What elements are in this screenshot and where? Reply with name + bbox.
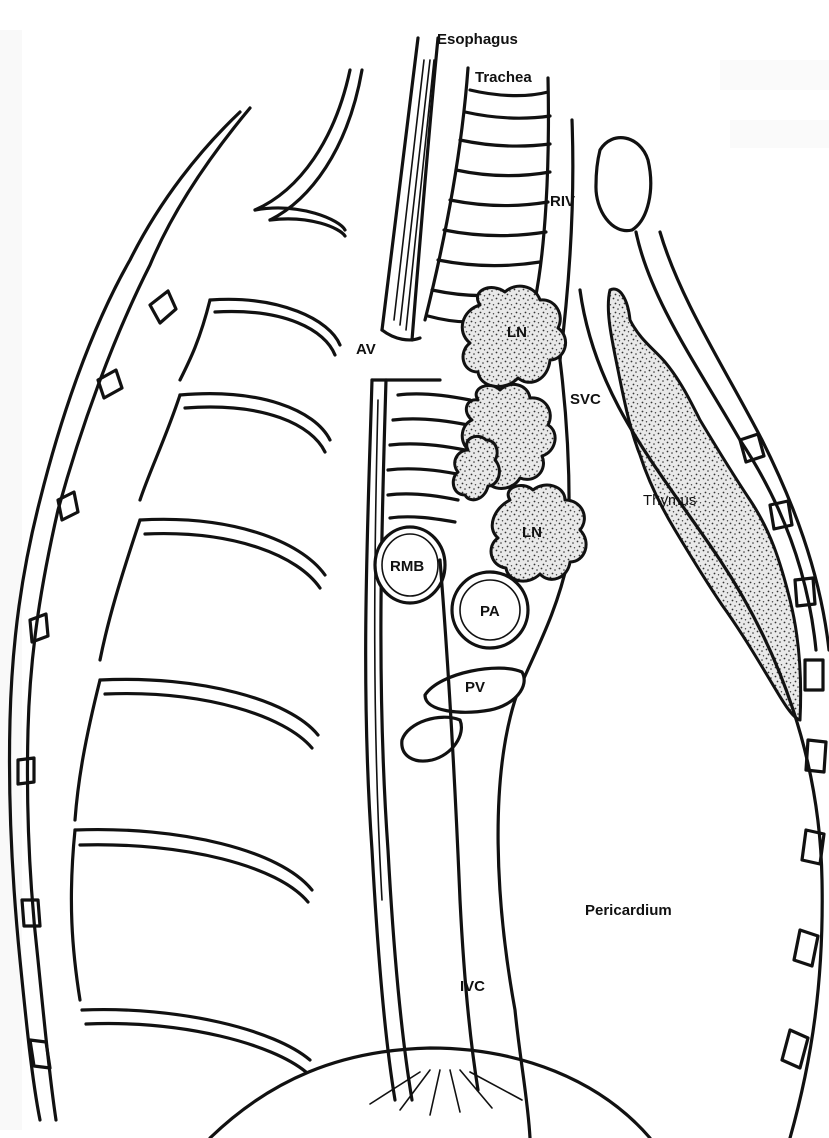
label-ln-lower: LN [522, 524, 542, 541]
label-trachea: Trachea [475, 69, 532, 86]
label-ln-upper: LN [507, 324, 527, 341]
label-rmb: RMB [390, 558, 424, 575]
chest-wall [9, 108, 250, 1120]
trachea [425, 68, 550, 322]
lymph-node-left [453, 436, 499, 499]
label-riv: RIV [550, 193, 575, 210]
label-pa: PA [480, 603, 500, 620]
label-pericardium: Pericardium [585, 902, 672, 919]
diaphragm [210, 1048, 650, 1138]
label-ivc: IVC [460, 978, 485, 995]
label-thymus: Thymus [643, 492, 696, 509]
label-av: AV [356, 341, 376, 358]
anterior-chest-wall [596, 138, 829, 1068]
label-pv: PV [465, 679, 485, 696]
ribs [71, 70, 362, 1072]
label-svc: SVC [570, 391, 601, 408]
label-esophagus: Esophagus [437, 31, 518, 48]
